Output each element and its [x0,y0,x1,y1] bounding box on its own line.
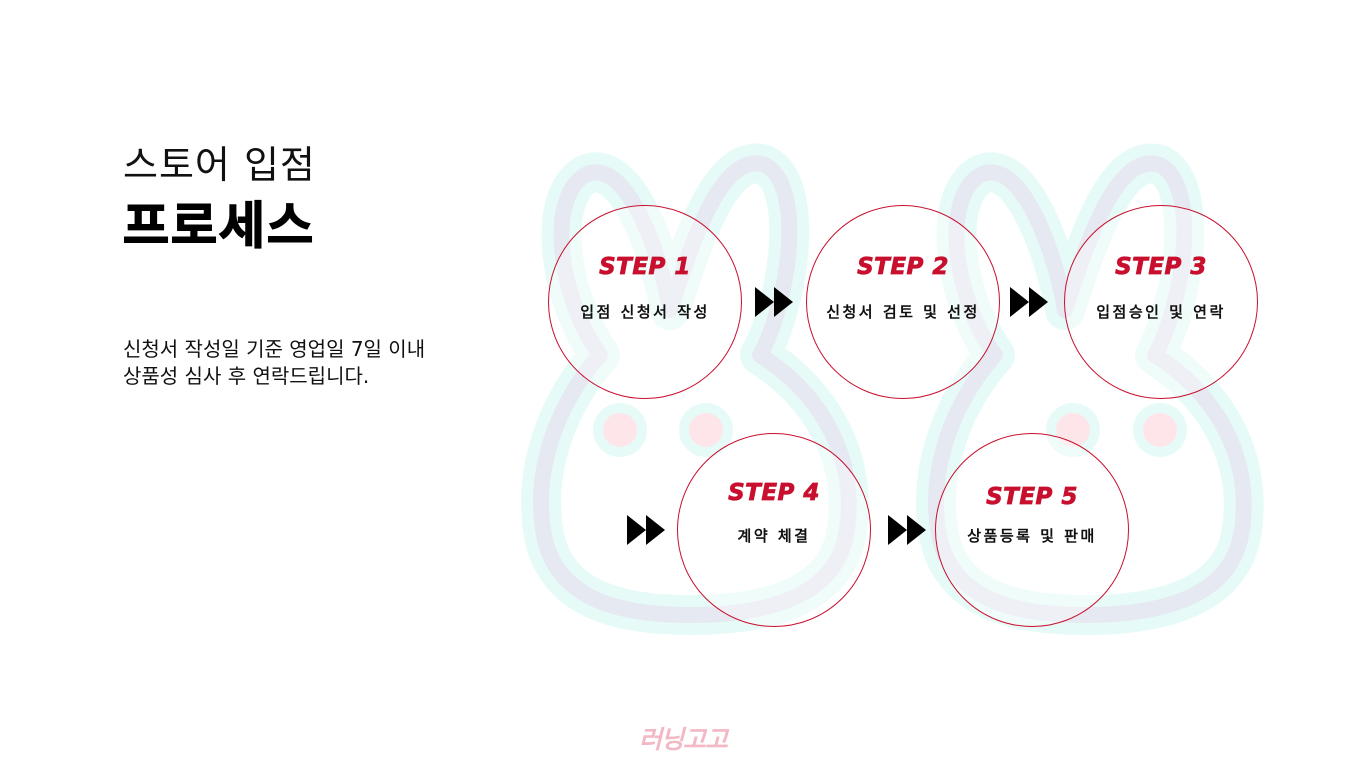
step-3-circle: STEP 3 입점승인 및 연락 [1064,205,1258,399]
fast-forward-icon [627,515,665,545]
step-1-label: STEP 1 [599,254,691,281]
fast-forward-icon [1010,287,1048,317]
step-3-text: 입점승인 및 연락 [1096,303,1226,321]
step-2-text: 신청서 검토 및 선정 [826,303,980,321]
step-3-label: STEP 3 [1115,254,1207,281]
step-4-label: STEP 4 [728,480,820,507]
bunny-left-icon [521,143,869,635]
step-5-circle: STEP 5 상품등록 및 판매 [935,433,1129,627]
step-2-circle: STEP 2 신청서 검토 및 선정 [806,205,1000,399]
brand-logo: 러닝고고 [638,725,728,754]
process-description: 신청서 작성일 기준 영업일 7일 이내 상품성 심사 후 연락드립니다. [123,336,425,390]
step-4-circle: STEP 4 계약 체결 [677,433,871,627]
step-2-label: STEP 2 [857,254,949,281]
step-4-text: 계약 체결 [737,527,811,545]
description-line-1: 신청서 작성일 기준 영업일 7일 이내 [123,337,426,361]
page-subtitle: 스토어 입점 [123,143,316,187]
fast-forward-icon [755,287,793,317]
fast-forward-icon [888,515,926,545]
step-1-text: 입점 신청서 작성 [580,303,710,321]
step-5-text: 상품등록 및 판매 [967,527,1097,545]
step-5-label: STEP 5 [986,484,1078,511]
page-title: 프로세스 [122,196,315,256]
step-1-circle: STEP 1 입점 신청서 작성 [548,205,742,399]
description-line-2: 상품성 심사 후 연락드립니다. [123,364,370,388]
